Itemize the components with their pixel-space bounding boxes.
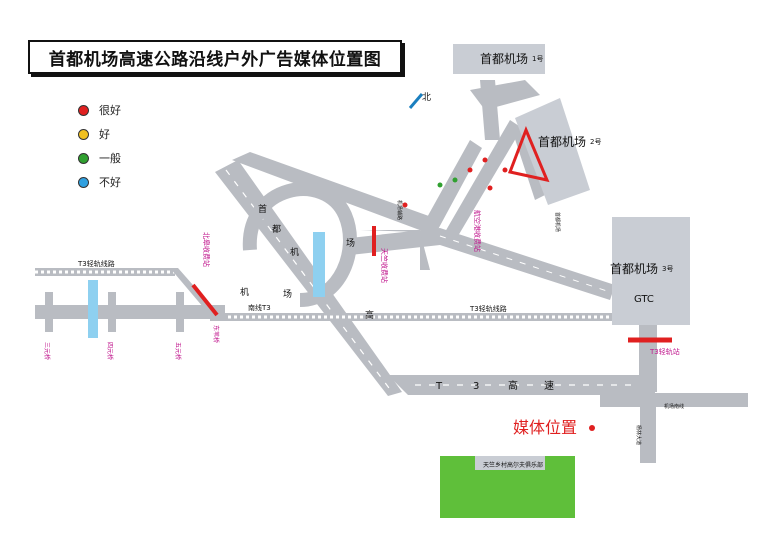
airport-road-char-2: 机 xyxy=(290,246,299,258)
rail-station-label: T3轻轨站 xyxy=(649,347,680,356)
rail-west-label: T3轻轨线路 xyxy=(77,259,115,268)
north-toll-label: 北皋收费站 xyxy=(202,232,211,267)
airport-toll-label: 航空港收费站 xyxy=(473,210,482,252)
misc-label-2: 机场南线 xyxy=(664,403,684,410)
misc-label-0: 机场辅路 xyxy=(396,200,403,220)
legend-dot-icon xyxy=(78,104,89,116)
misc-label-1: 首都机场 xyxy=(554,212,561,232)
terminal-1-building xyxy=(453,44,545,74)
terminal-3-building xyxy=(612,217,690,325)
airport-road-char-3: 场 xyxy=(346,238,355,249)
road-label-1: 场 xyxy=(283,289,292,300)
terminal-3-num: 3号 xyxy=(662,265,673,273)
media-positions xyxy=(191,125,672,431)
legend-dot-icon xyxy=(78,152,89,164)
legend-item: 不好 xyxy=(78,170,121,194)
legend-item: 一般 xyxy=(78,146,121,170)
legend-label: 好 xyxy=(99,128,110,141)
terminal-1-num: 1号 xyxy=(532,55,543,63)
map-title-box: 首都机场高速公路沿线户外广告媒体位置图 xyxy=(28,40,402,74)
road-label-0: 机 xyxy=(240,286,249,298)
bridge-label-0: 三元桥 xyxy=(43,342,51,360)
bridge-label-2: 五元桥 xyxy=(174,342,182,360)
east-bridge-label: 东苇桥 xyxy=(212,325,220,343)
map-title: 首都机场高速公路沿线户外广告媒体位置图 xyxy=(48,49,382,70)
terminal-2-num: 2号 xyxy=(590,138,601,146)
t3-road-char-3: 速 xyxy=(544,380,554,392)
interchange-loop xyxy=(242,182,357,307)
t3-road-char-1: 3 xyxy=(473,381,479,392)
bridge-label-1: 四元桥 xyxy=(106,342,114,360)
lower-road-west xyxy=(35,280,225,338)
tianzhu-toll-label: 天竺收费站 xyxy=(380,248,389,283)
legend-dot-icon xyxy=(78,128,89,140)
terminal-2-building xyxy=(515,98,590,205)
legend-item: 好 xyxy=(78,122,121,146)
road-to-t3 xyxy=(350,228,615,300)
terminal-3-name: 首都机场 xyxy=(610,262,658,276)
legend: 很好 好 一般 不好 xyxy=(78,98,121,194)
airport-road-char-0: 首 xyxy=(258,203,267,215)
road-label-2: 南线T3 xyxy=(248,303,271,312)
t3-rail-main xyxy=(210,313,615,321)
north-label: 北 xyxy=(422,92,431,103)
legend-item: 很好 xyxy=(78,98,121,122)
golf-field-label: 天竺乡村高尔夫俱乐部 xyxy=(483,461,543,469)
legend-label: 一般 xyxy=(99,152,121,165)
terminal-1-name: 首都机场 xyxy=(480,52,528,66)
terminal-3-gtc: GTC xyxy=(634,294,654,305)
rail-main-label: T3轻轨线路 xyxy=(469,304,507,313)
legend-dot-icon xyxy=(78,176,89,188)
t3-expressway xyxy=(388,320,748,463)
golf-field-band xyxy=(475,456,545,470)
terminal-2-name: 首都机场 xyxy=(538,135,586,149)
road-label-3: 高 xyxy=(365,309,374,321)
media-position-label: 媒体位置 xyxy=(513,418,577,437)
misc-label-3: 杨林大道 xyxy=(635,425,642,445)
legend-label: 不好 xyxy=(99,176,121,189)
t3-road-char-2: 高 xyxy=(508,379,518,392)
airport-road-char-1: 都 xyxy=(272,224,281,235)
legend-label: 很好 xyxy=(99,104,121,117)
north-arrow-icon xyxy=(408,93,424,109)
t3-road-char-0: T xyxy=(435,381,443,392)
